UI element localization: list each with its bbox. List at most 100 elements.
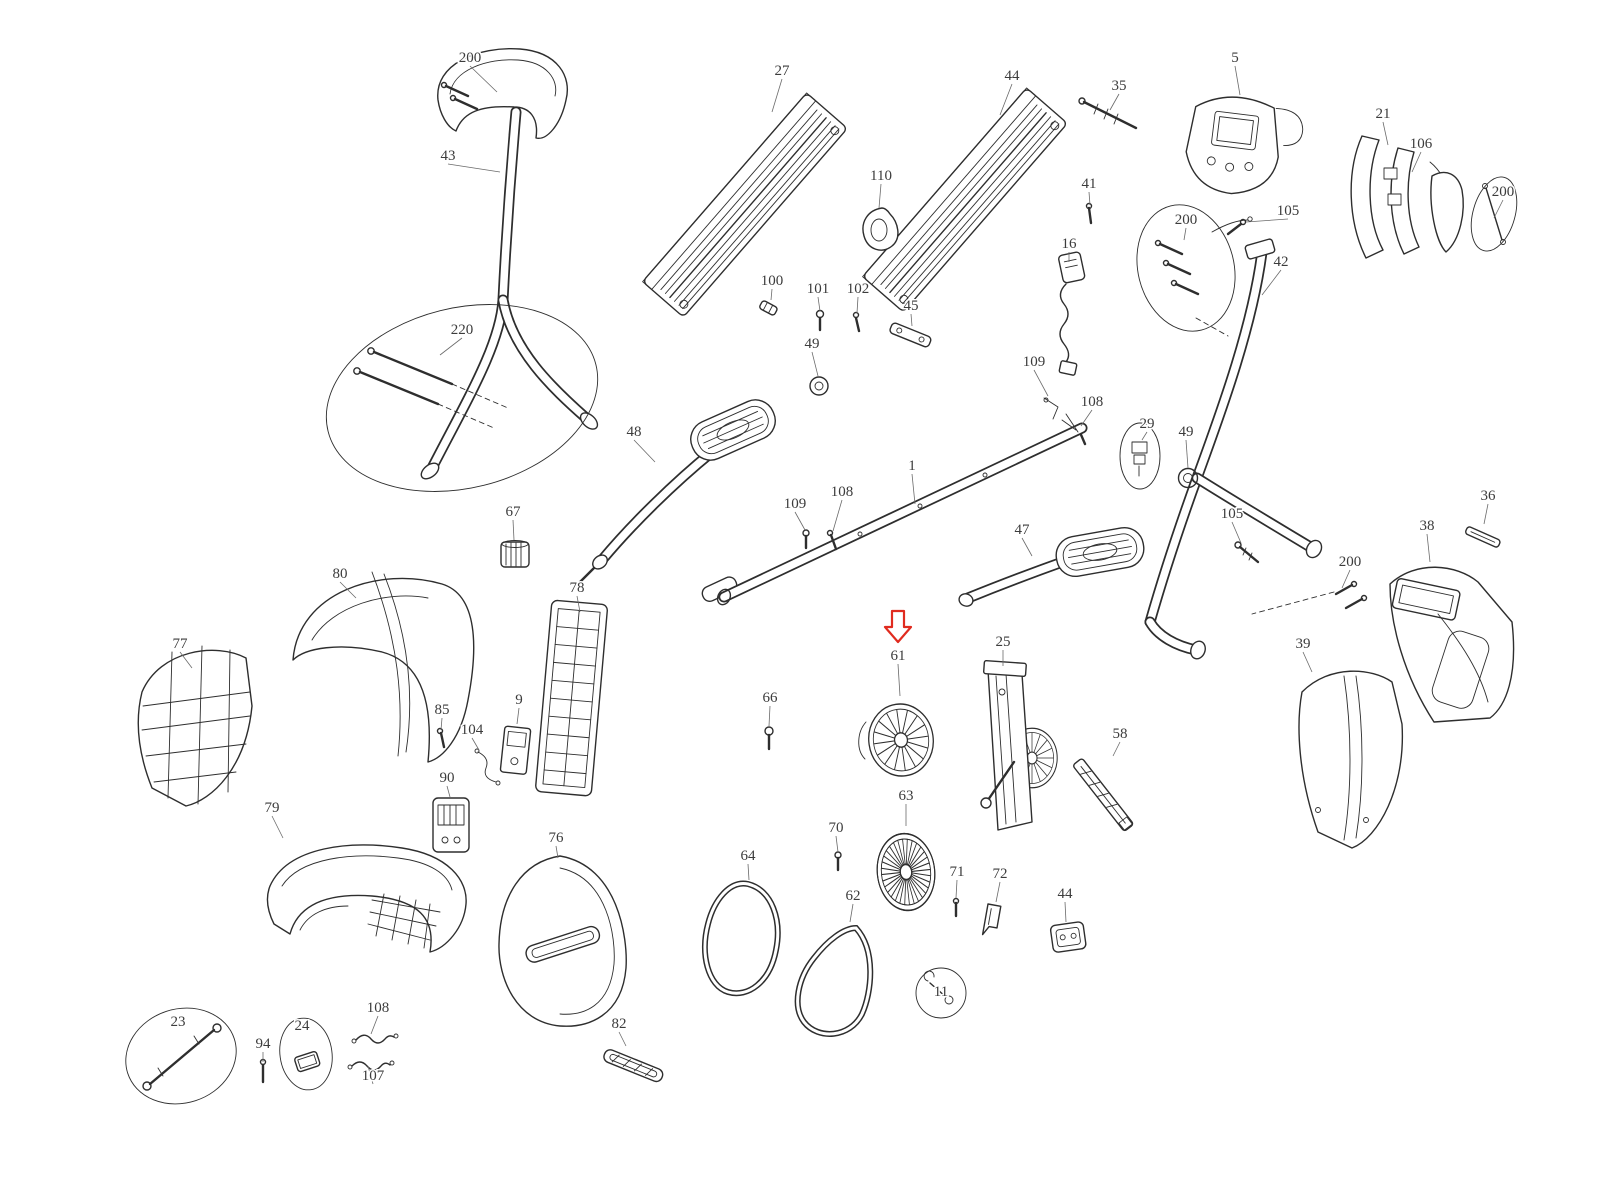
part-label-72-53: 72 <box>993 866 1008 882</box>
leader-line-102-17 <box>856 296 859 314</box>
part-label-101-16: 101 <box>807 281 830 297</box>
leader-line-49-20 <box>811 351 819 377</box>
part-label-27-2: 27 <box>775 63 791 79</box>
leader-line-80-35 <box>339 581 357 599</box>
part-sketch-vent-panel-78 <box>535 599 608 797</box>
part-label-220-19: 220 <box>451 322 474 338</box>
leader-line-105-12 <box>1245 218 1289 223</box>
part-label-21-6: 21 <box>1376 106 1391 122</box>
part-sketch-bracket-109-right <box>1043 397 1059 420</box>
part-label-39-39: 39 <box>1296 636 1311 652</box>
part-label-44-3: 44 <box>1005 68 1021 84</box>
part-label-110-9: 110 <box>870 168 892 184</box>
leader-line-9-42 <box>516 707 520 725</box>
part-label-200-0: 200 <box>459 50 482 66</box>
leader-line-105-30 <box>1231 521 1242 544</box>
leader-line-200-8 <box>1493 199 1504 219</box>
part-sketch-strip-36 <box>1465 526 1501 548</box>
part-label-29-23: 29 <box>1140 416 1155 432</box>
part-sketch-screw-41 <box>1085 202 1093 225</box>
part-label-42-14: 42 <box>1274 254 1289 270</box>
leader-line-108-58 <box>370 1015 379 1035</box>
leader-line-200-0 <box>469 65 498 93</box>
part-sketch-side-cover-76 <box>498 855 627 1027</box>
part-sketch-loop-110 <box>862 207 899 251</box>
part-sketch-bolt-70 <box>834 851 842 872</box>
part-sketch-hardware-oval-220 <box>325 304 599 492</box>
part-label-16-11: 16 <box>1062 236 1078 252</box>
part-sketch-bolt-101 <box>815 309 825 332</box>
part-sketch-belt-64 <box>702 880 781 997</box>
leader-line-101-16 <box>817 296 821 312</box>
leader-line-104-44 <box>471 737 480 751</box>
leader-line-67-33 <box>512 519 515 541</box>
part-sketch-hardware-oval-29 <box>1119 422 1161 490</box>
part-label-107-62: 107 <box>362 1068 385 1084</box>
leader-line-66-41 <box>768 705 771 727</box>
part-label-64-51: 64 <box>741 848 757 864</box>
part-sketch-shield-38 <box>1389 566 1515 723</box>
part-sketch-spacer-100 <box>759 300 778 316</box>
part-sketch-screw-85 <box>436 727 446 749</box>
part-label-200-8: 200 <box>1492 184 1515 200</box>
part-label-200-13: 200 <box>1175 212 1198 228</box>
leader-line-109-28 <box>794 511 806 531</box>
part-label-1-26: 1 <box>908 458 916 474</box>
part-label-62-55: 62 <box>846 888 861 904</box>
part-label-35-4: 35 <box>1112 78 1127 94</box>
part-sketch-shroud-80 <box>292 571 475 763</box>
part-sketch-pedal-arm-48 <box>578 393 783 584</box>
part-label-63-47: 63 <box>899 788 914 804</box>
part-sketch-pulley-63 <box>872 828 940 916</box>
part-sketch-strut-oval-23 <box>125 1007 237 1105</box>
part-label-38-32: 38 <box>1420 518 1435 534</box>
leader-line-36-31 <box>1483 503 1489 525</box>
part-label-105-12: 105 <box>1277 203 1300 219</box>
part-sketch-screw-66 <box>764 726 774 751</box>
part-label-94-60: 94 <box>256 1036 272 1052</box>
leader-line-47-29 <box>1021 537 1033 557</box>
part-sketch-screw-105-top <box>1226 218 1247 236</box>
leader-line-106-7 <box>1411 151 1422 173</box>
part-sketch-roller-49-right <box>1177 467 1199 489</box>
part-label-109-21: 109 <box>1023 354 1046 370</box>
part-sketch-wire-104 <box>474 748 501 786</box>
leader-line-39-39 <box>1302 651 1313 673</box>
part-label-85-43: 85 <box>435 702 450 718</box>
part-label-9-42: 9 <box>515 692 523 708</box>
leader-line-90-46 <box>446 785 451 798</box>
part-label-41-10: 41 <box>1082 176 1097 192</box>
leader-line-200-13 <box>1183 227 1187 241</box>
part-sketch-screw-71 <box>952 897 960 918</box>
part-sketch-frame-21 <box>1350 135 1464 259</box>
part-label-11-56: 11 <box>934 984 948 1000</box>
part-sketch-cover-200-right <box>1470 176 1518 252</box>
part-label-66-41: 66 <box>763 690 779 706</box>
part-sketch-bracket-9 <box>499 725 532 775</box>
leader-line-71-52 <box>955 879 958 899</box>
leader-line-64-51 <box>747 863 750 881</box>
leader-line-43-1 <box>447 163 501 173</box>
part-sketch-bracket-45 <box>889 322 932 348</box>
part-label-82-61: 82 <box>612 1016 627 1032</box>
part-label-49-24: 49 <box>1179 424 1194 440</box>
part-sketch-pedal-arm-47 <box>958 523 1148 607</box>
part-sketch-shield-77 <box>137 645 253 807</box>
part-sketch-sensor-16 <box>1058 251 1086 376</box>
part-label-200-34: 200 <box>1339 554 1362 570</box>
leader-line-109-21 <box>1033 369 1049 397</box>
leader-line-48-25 <box>633 439 656 463</box>
part-label-78-36: 78 <box>570 580 585 596</box>
part-label-24-59: 24 <box>295 1018 311 1034</box>
leader-line-108-22 <box>1080 409 1093 427</box>
part-sketch-bolt-109-left <box>802 529 810 550</box>
leader-line-27-2 <box>771 78 783 113</box>
leader-line-85-43 <box>440 717 443 731</box>
part-label-102-17: 102 <box>847 281 870 297</box>
part-sketch-crank-frame-25 <box>980 659 1058 831</box>
part-sketch-base-rail-1 <box>701 413 1082 606</box>
part-label-108-58: 108 <box>367 1000 390 1016</box>
leader-line-76-50 <box>555 845 559 859</box>
leader-line-1-26 <box>911 473 916 505</box>
